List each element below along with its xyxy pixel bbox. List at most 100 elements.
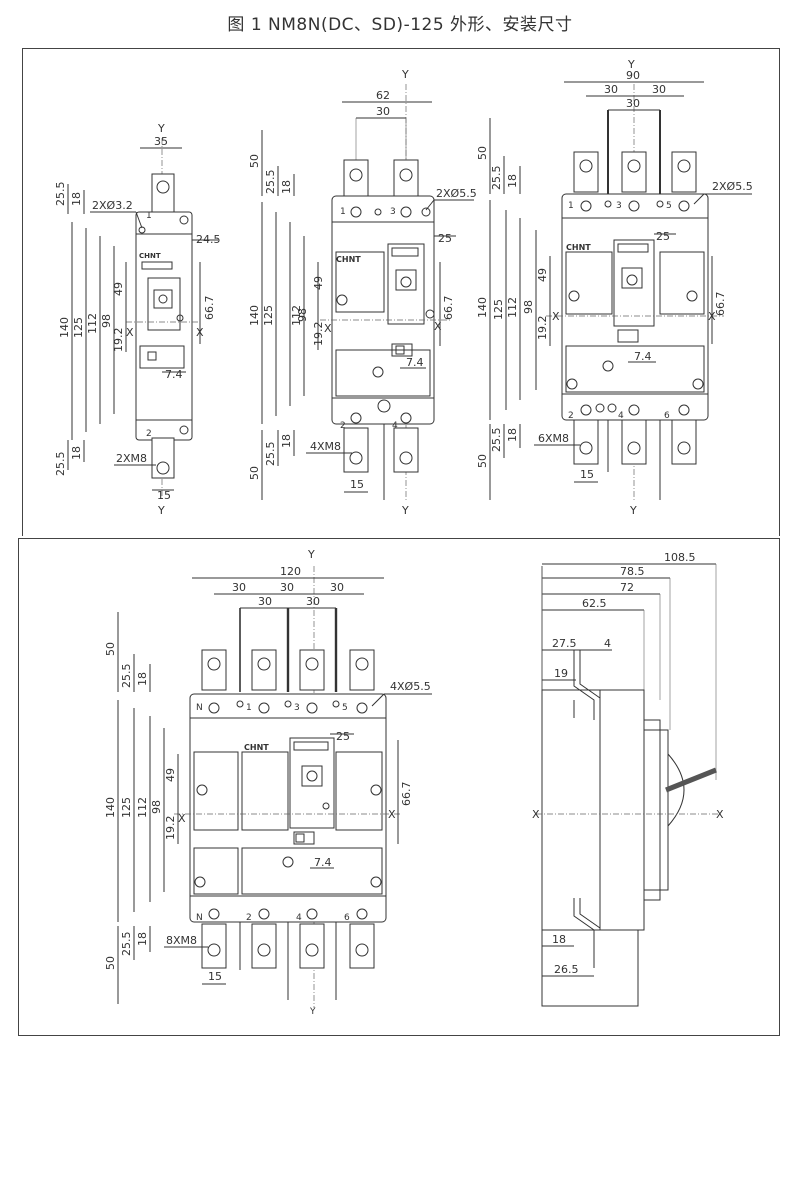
terminal-5: 5 xyxy=(342,703,348,713)
dim-top-a: 25.5 xyxy=(54,182,67,207)
page-title: 图 1 NM8N(DC、SD)-125 外形、安装尺寸 xyxy=(227,15,573,35)
dim-pitch-a: 30 xyxy=(604,83,618,96)
dim-h112: 112 xyxy=(86,313,99,334)
dim-66-7: 66.7 xyxy=(714,292,727,317)
dim-25: 25 xyxy=(438,232,452,245)
dim-top-b: 18 xyxy=(506,174,519,188)
bottom-lug-2 xyxy=(343,427,369,473)
breaker-body-1p xyxy=(135,211,193,441)
dim-4: 4 xyxy=(604,637,611,650)
dim-h125: 125 xyxy=(72,317,85,338)
dim-width: 35 xyxy=(154,135,168,148)
dim-bot-a: 25.5 xyxy=(264,442,277,467)
dim-h98: 98 xyxy=(296,308,309,322)
breaker-body-3p xyxy=(561,193,709,421)
dim-bolt: 6XM8 xyxy=(538,432,569,445)
dim-lug: 15 xyxy=(208,970,222,983)
dim-bolt: 2XM8 xyxy=(116,452,147,465)
dim-h112: 112 xyxy=(290,305,303,326)
dim-18: 18 xyxy=(552,933,566,946)
terminal-4: 4 xyxy=(392,421,398,431)
dim-top-b: 18 xyxy=(136,672,149,686)
side-body xyxy=(541,689,645,931)
view-side: 108.5 78.5 72 62.5 27.5 4 19 18 xyxy=(532,551,724,1007)
axis-x-left: X xyxy=(126,326,134,339)
breaker-body-2p xyxy=(331,195,435,425)
brand-logo: CHNT xyxy=(139,252,161,260)
axis-y-top: Y xyxy=(627,58,635,71)
dim-width: 120 xyxy=(280,565,301,578)
axis-y-top: Y xyxy=(307,548,315,561)
dim-66-7: 66.7 xyxy=(203,296,216,321)
view-2p: Y 62 30 1 3 CHNT 2XØ5.5 xyxy=(248,68,477,517)
dim-19: 19 xyxy=(554,667,568,680)
dim-top-b: 18 xyxy=(70,192,83,206)
brand-logo: CHNT xyxy=(336,255,361,264)
terminal-3: 3 xyxy=(616,201,622,211)
brand-logo: CHNT xyxy=(566,243,591,252)
dim-72: 72 xyxy=(620,581,634,594)
dim-h19: 19.2 xyxy=(536,316,549,341)
view-1p: Y 35 1 2 CHNT 2XØ3.2 24.5 X xyxy=(54,122,221,517)
terminal-6: 6 xyxy=(344,913,350,923)
view-4p: Y 120 30 30 30 30 30 N 1 3 5 CHNT xyxy=(104,548,432,1017)
handle-window xyxy=(613,239,655,327)
terminal-2: 2 xyxy=(246,913,252,923)
axis-y-bottom: Y xyxy=(401,504,409,517)
dim-p4: 30 xyxy=(306,595,320,608)
dim-h125: 125 xyxy=(492,299,505,320)
view-3p: Y 90 30 30 30 1 3 5 CHNT 2XØ5 xyxy=(476,58,753,517)
axis-y-bottom: Y xyxy=(309,1007,316,1017)
dim-lug: 15 xyxy=(157,489,171,502)
terminal-4: 4 xyxy=(296,913,302,923)
terminal-2: 2 xyxy=(146,429,152,439)
terminal-2: 2 xyxy=(568,411,574,421)
dim-p5: 30 xyxy=(330,581,344,594)
dim-bot-a: 25.5 xyxy=(490,428,503,453)
dim-h49: 49 xyxy=(536,268,549,282)
dim-hole: 2XØ5.5 xyxy=(436,187,477,200)
dim-bolt: 4XM8 xyxy=(310,440,341,453)
dim-bot-a: 25.5 xyxy=(54,452,67,477)
terminal-n-top: N xyxy=(196,703,203,713)
dim-h125: 125 xyxy=(120,797,133,818)
drawing-frame-bottom xyxy=(18,538,780,1036)
dim-h49: 49 xyxy=(112,282,125,296)
dim-bot50: 50 xyxy=(248,466,261,480)
dim-27-5: 27.5 xyxy=(552,637,577,650)
dim-7-4: 7.4 xyxy=(406,356,424,369)
dim-h49: 49 xyxy=(164,768,177,782)
axis-y-bottom: Y xyxy=(157,504,165,517)
dim-h98: 98 xyxy=(522,300,535,314)
dim-h140: 140 xyxy=(248,305,261,326)
dim-hole: 2XØ5.5 xyxy=(712,180,753,193)
dim-25: 25 xyxy=(656,230,670,243)
dim-bot-b: 18 xyxy=(136,932,149,946)
dim-p2: 30 xyxy=(280,581,294,594)
dim-h49: 49 xyxy=(312,276,325,290)
dim-24-5: 24.5 xyxy=(196,233,221,246)
dim-7-4: 7.4 xyxy=(314,856,332,869)
dim-bot-b: 18 xyxy=(70,446,83,460)
dim-width: 90 xyxy=(626,69,640,82)
dim-lug: 15 xyxy=(580,468,594,481)
axis-x-left: X xyxy=(324,322,332,335)
axis-y-top: Y xyxy=(401,68,409,81)
dim-top-a: 25.5 xyxy=(120,664,133,689)
dim-top-a: 25.5 xyxy=(264,170,277,195)
axis-x-left: X xyxy=(532,808,540,821)
terminal-1: 1 xyxy=(340,207,346,217)
dim-top50: 50 xyxy=(104,642,117,656)
terminal-1: 1 xyxy=(246,703,252,713)
dim-26-5: 26.5 xyxy=(554,963,579,976)
dim-h19: 19.2 xyxy=(164,816,177,841)
terminal-1: 1 xyxy=(568,201,574,211)
axis-x-right: X xyxy=(388,808,396,821)
dim-h140: 140 xyxy=(58,317,71,338)
axis-x-left: X xyxy=(552,310,560,323)
brand-logo: CHNT xyxy=(244,743,269,752)
terminal-4: 4 xyxy=(618,411,624,421)
terminal-6: 6 xyxy=(664,411,670,421)
dim-25: 25 xyxy=(336,730,350,743)
dim-66-7: 66.7 xyxy=(442,296,455,321)
